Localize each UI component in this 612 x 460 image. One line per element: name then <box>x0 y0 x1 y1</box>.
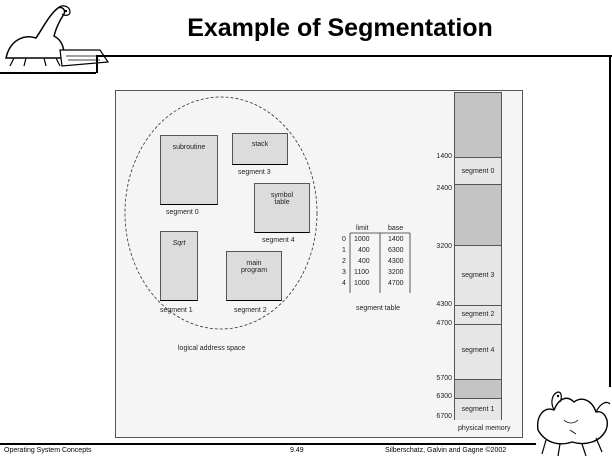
memory-free-2400-3200 <box>455 185 501 245</box>
memory-segment-4-label: segment 4 <box>461 347 495 354</box>
logical-segment-1-label: segment 1 <box>160 307 193 314</box>
logical-address-space-caption: logical address space <box>178 345 246 352</box>
footer-left-text: Operating System Concepts <box>4 447 92 454</box>
dinosaur-logo-bottom-right <box>537 391 611 457</box>
memory-segment-1-label: segment 1 <box>461 406 495 413</box>
logical-segment-4-box: symbol table <box>254 183 310 233</box>
logical-segment-3-text: stack <box>251 141 269 148</box>
dinosaur-logo-top-left <box>5 5 110 67</box>
physical-address-4700: 4700 <box>436 320 452 327</box>
physical-address-4300: 4300 <box>436 301 452 308</box>
memory-segment-2: segment 2 <box>455 305 501 325</box>
segment-table-row-4-index: 4 <box>342 280 346 287</box>
physical-memory-caption: physical memory <box>458 425 511 432</box>
segment-table-grid <box>349 232 411 293</box>
footer-divider <box>0 443 536 445</box>
memory-segment-2-label: segment 2 <box>461 311 495 318</box>
physical-address-5700: 5700 <box>436 375 452 382</box>
footer-page-number: 9.49 <box>290 447 304 454</box>
segment-table-row-3-limit: 1100 <box>354 269 370 276</box>
segment-table-row-2-limit: 400 <box>358 258 370 265</box>
segment-table-row-4-limit: 1000 <box>354 280 370 287</box>
physical-address-2400: 2400 <box>436 185 452 192</box>
logical-address-space-ellipse <box>124 96 318 330</box>
header-divider-right <box>96 55 612 57</box>
physical-address-3200: 3200 <box>436 243 452 250</box>
memory-segment-3: segment 3 <box>455 245 501 305</box>
segment-table-caption: segment table <box>356 305 400 312</box>
segment-table-row-1-base: 6300 <box>388 247 404 254</box>
segment-table-header-limit: limit <box>356 225 369 232</box>
memory-free-top <box>455 93 501 157</box>
logical-segment-4-label: segment 4 <box>262 237 295 244</box>
physical-address-1400: 1400 <box>436 153 452 160</box>
segment-table-row-0-limit: 1000 <box>354 236 370 243</box>
footer-right-text: Silberschatz, Galvin and Gagne ©2002 <box>385 447 507 454</box>
logical-segment-1-box: Sqrt <box>160 231 198 301</box>
logical-segment-2-label: segment 2 <box>234 307 267 314</box>
segment-table-row-2-base: 4300 <box>388 258 404 265</box>
logical-segment-3-box: stack <box>232 133 288 165</box>
memory-segment-0-label: segment 0 <box>461 168 495 175</box>
logical-segment-4-text: symbol table <box>270 192 294 206</box>
physical-memory-column: segment 0 segment 3 segment 2 segment 4 … <box>454 92 502 420</box>
segment-table-row-0-index: 0 <box>342 236 346 243</box>
segment-table-row-1-limit: 400 <box>358 247 370 254</box>
memory-segment-0: segment 0 <box>455 157 501 185</box>
logical-segment-0-text: subroutine <box>172 144 206 151</box>
segment-table-header-base: base <box>388 225 404 232</box>
segment-table-row-2-index: 2 <box>342 258 346 265</box>
segment-table-row-3-base: 3200 <box>388 269 404 276</box>
memory-segment-1: segment 1 <box>455 398 501 420</box>
segment-table-row-0-base: 1400 <box>388 236 404 243</box>
segment-table-row-3-index: 3 <box>342 269 346 276</box>
segment-table-row-4-base: 4700 <box>388 280 404 287</box>
memory-free-5700-6300 <box>455 380 501 398</box>
memory-segment-3-label: segment 3 <box>461 272 495 279</box>
segment-table-row-1-index: 1 <box>342 247 346 254</box>
logical-segment-0-box: subroutine <box>160 135 218 205</box>
frame-right-line <box>609 55 611 387</box>
logical-segment-1-text: Sqrt <box>172 240 186 247</box>
slide-title: Example of Segmentation <box>187 14 493 42</box>
logical-segment-0-label: segment 0 <box>166 209 199 216</box>
physical-address-6700: 6700 <box>436 413 452 420</box>
logical-segment-3-label: segment 3 <box>238 169 271 176</box>
frame-left-line <box>96 55 98 73</box>
memory-segment-4: segment 4 <box>455 325 501 380</box>
physical-address-6300: 6300 <box>436 393 452 400</box>
logical-segment-2-text: main program <box>240 260 268 274</box>
logical-segment-2-box: main program <box>226 251 282 301</box>
header-divider-left <box>0 72 96 74</box>
